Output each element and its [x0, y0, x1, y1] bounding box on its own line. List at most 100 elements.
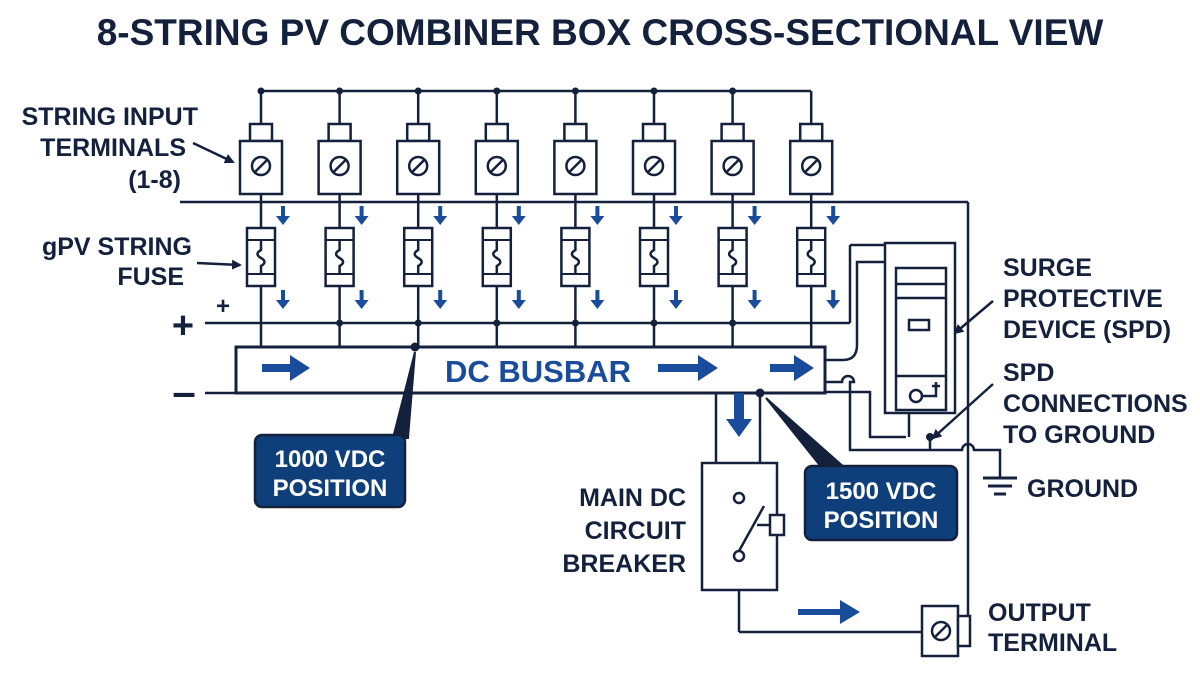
terminal-cap	[563, 122, 588, 143]
flow-arrow	[669, 290, 683, 309]
terminal-screw-slot	[489, 159, 504, 173]
terminal-screw-slot	[804, 159, 819, 173]
gpv-string-fuse	[560, 226, 591, 288]
gpv-string-fuse	[638, 226, 670, 288]
svg-text:MAIN DC: MAIN DC	[579, 484, 686, 512]
flow-arrow	[747, 206, 762, 225]
gpv-string-fuse	[717, 226, 748, 288]
terminal-screw-slot	[411, 159, 426, 173]
string-channel-4	[474, 87, 526, 347]
string-input-terminal	[710, 122, 755, 196]
terminal-screw-slot	[647, 159, 661, 173]
string-channel-8	[788, 91, 841, 347]
flow-arrow	[669, 206, 683, 225]
junction-node	[336, 87, 344, 95]
svg-text:SURGE: SURGE	[1003, 254, 1092, 282]
flow-arrow	[433, 290, 448, 309]
top-bus-wires	[180, 89, 970, 600]
svg-text:PROTECTIVE: PROTECTIVE	[1003, 285, 1163, 313]
main-dc-circuit-breaker	[700, 461, 786, 592]
output-label: OUTPUT TERMINAL	[988, 599, 1117, 657]
string-input-terminal	[395, 122, 441, 196]
terminal-screw-slot	[725, 159, 740, 173]
svg-text:gPV STRING: gPV STRING	[42, 233, 192, 261]
badge-1500vdc-line2: POSITION	[824, 507, 939, 534]
junction-node	[414, 87, 422, 95]
gpv-string-fuse	[481, 226, 513, 288]
busbar-label: DC BUSBAR	[445, 354, 631, 389]
fuse-element-icon	[256, 240, 266, 274]
surge-protective-device	[883, 241, 957, 415]
flow-arrow	[511, 206, 526, 225]
busbar-arrow	[770, 355, 814, 381]
badge-1000vdc-line1: 1000 VDC	[275, 446, 386, 473]
fuse-element-icon	[649, 240, 659, 274]
spd-label: SURGE PROTECTIVE DEVICE (SPD)	[1003, 254, 1171, 344]
string-input-terminal	[474, 122, 520, 196]
busbar-arrow	[262, 355, 310, 381]
terminal-cap	[720, 122, 745, 143]
terminal-cap	[405, 122, 431, 143]
spd-pointer	[953, 300, 994, 335]
fuse-element-icon	[570, 240, 581, 274]
output-terminal	[920, 604, 972, 658]
string-input-terminal	[317, 122, 362, 196]
junction-node	[257, 87, 265, 95]
svg-text:DEVICE (SPD): DEVICE (SPD)	[1003, 316, 1171, 344]
svg-text:TERMINAL: TERMINAL	[988, 629, 1117, 657]
svg-text:CIRCUIT: CIRCUIT	[585, 517, 686, 545]
svg-text:SPD: SPD	[1003, 359, 1054, 387]
fuse-label: gPV STRING FUSE	[42, 233, 192, 291]
string-input-label: STRING INPUT TERMINALS (1-8)	[22, 103, 198, 194]
output-flow-arrow	[798, 600, 860, 624]
flow-arrow	[511, 290, 526, 309]
fuse-element-icon	[492, 240, 502, 274]
gpv-string-fuse	[245, 226, 277, 288]
badge-1500vdc-line1: 1500 VDC	[826, 478, 937, 505]
svg-text:(1-8): (1-8)	[128, 166, 181, 194]
terminal-screw-slot	[332, 159, 347, 173]
string-channel-1	[238, 87, 290, 347]
string-channel-5	[553, 87, 605, 347]
positive-sign: +	[172, 305, 194, 347]
string-input-pointer	[192, 141, 235, 164]
flow-arrow	[354, 206, 369, 225]
busbar-output-node	[755, 388, 765, 398]
flow-arrow	[276, 206, 290, 225]
flow-arrow	[590, 206, 605, 225]
string-channel-2	[317, 87, 369, 347]
ground-label: GROUND	[1027, 475, 1138, 503]
svg-text:BREAKER: BREAKER	[562, 550, 686, 578]
breaker-label: MAIN DC CIRCUIT BREAKER	[562, 484, 686, 578]
badge-1000vdc-line2: POSITION	[273, 475, 388, 502]
terminal-body	[317, 139, 362, 196]
terminal-body	[238, 139, 284, 196]
negative-sign: –	[172, 368, 195, 415]
breaker-flow-arrow	[726, 393, 752, 437]
gpv-string-fuse	[324, 226, 355, 288]
fuse-element-icon	[727, 240, 738, 274]
dc-busbar: DC BUSBAR	[234, 345, 827, 395]
fuse-body	[560, 226, 591, 288]
positive-sign-small: +	[216, 293, 230, 320]
busbar-arrow	[658, 355, 718, 381]
busbar-arrows	[262, 355, 814, 381]
terminal-cap	[327, 122, 352, 143]
junction-node	[650, 87, 658, 95]
flow-arrow	[276, 290, 290, 309]
badge-1500vdc: 1500 VDC POSITION	[765, 397, 959, 542]
gpv-string-fuse	[402, 226, 434, 288]
svg-text:TO GROUND: TO GROUND	[1003, 421, 1155, 449]
ground-symbol	[983, 476, 1017, 496]
fuse-element-icon	[806, 240, 816, 274]
terminal-cap	[641, 122, 667, 143]
terminal-cap	[248, 122, 274, 143]
fuse-element-icon	[334, 240, 345, 274]
flow-arrow	[747, 290, 762, 309]
terminal-cap	[484, 122, 510, 143]
string-input-terminal	[238, 122, 284, 196]
busbar-1000v-node	[410, 342, 420, 352]
junction-node	[493, 87, 501, 95]
